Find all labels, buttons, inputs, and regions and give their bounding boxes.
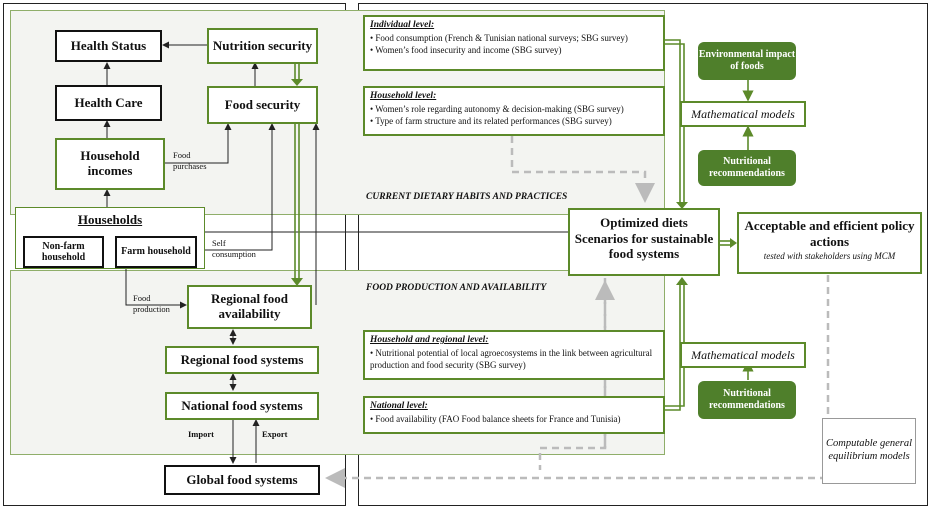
food-production-label: Food production bbox=[133, 293, 170, 314]
global-food-systems-box: Global food systems bbox=[164, 465, 320, 495]
household-item-2: • Type of farm structure and its related… bbox=[370, 115, 612, 126]
individual-item-1: • Food consumption (French & Tunisian na… bbox=[370, 32, 628, 43]
scenarios-label: Scenarios for sustainable food systems bbox=[574, 230, 714, 262]
health-care-box: Health Care bbox=[55, 85, 162, 121]
right-panel bbox=[358, 3, 928, 506]
import-label: Import bbox=[188, 429, 214, 439]
households-title: Households bbox=[77, 212, 143, 227]
nutritional-recommendations-box-1: Nutritional recommendations bbox=[698, 150, 796, 186]
export-label: Export bbox=[262, 429, 288, 439]
cge-models-box: Computable general equilibrium models bbox=[822, 418, 916, 484]
health-care-label: Health Care bbox=[74, 94, 143, 110]
farm-household-box: Farm household bbox=[115, 236, 197, 268]
nutritional-recommendations-label-1: Nutritional recommendations bbox=[709, 156, 785, 179]
environmental-impact-box: Environmental impact of foods bbox=[698, 42, 796, 80]
math-models-box-1: Mathematical models bbox=[680, 101, 806, 127]
non-farm-household-box: Non-farm household bbox=[23, 236, 104, 268]
regional-food-systems-box: Regional food systems bbox=[165, 346, 319, 374]
regional-food-systems-label: Regional food systems bbox=[180, 351, 304, 367]
optimized-diets-label: Optimized diets bbox=[600, 215, 688, 230]
global-food-systems-label: Global food systems bbox=[186, 471, 298, 487]
national-food-systems-box: National food systems bbox=[165, 392, 319, 420]
environmental-impact-label: Environmental impact of foods bbox=[698, 49, 796, 72]
individual-level-box: Individual level: • Food consumption (Fr… bbox=[363, 15, 665, 71]
national-item: • Food availability (FAO Food balance sh… bbox=[370, 413, 621, 424]
household-incomes-box: Household incomes bbox=[55, 138, 165, 190]
regional-food-availability-box: Regional food availability bbox=[187, 285, 312, 329]
non-farm-household-label: Non-farm household bbox=[41, 240, 86, 264]
math-models-box-2: Mathematical models bbox=[680, 342, 806, 368]
household-item-1: • Women’s role regarding autonomy & deci… bbox=[370, 103, 624, 114]
health-status-label: Health Status bbox=[70, 37, 147, 53]
policy-actions-subtitle: tested with stakeholders using MCM bbox=[763, 251, 896, 262]
regional-food-availability-label: Regional food availability bbox=[211, 291, 288, 321]
national-level-box: National level: • Food availability (FAO… bbox=[363, 396, 665, 434]
policy-actions-box: Acceptable and efficient policy actions … bbox=[737, 212, 922, 274]
production-label: FOOD PRODUCTION AND AVAILABILITY bbox=[366, 283, 547, 293]
household-incomes-label: Household incomes bbox=[80, 148, 140, 178]
individual-item-2: • Women’s food insecurity and income (SB… bbox=[370, 44, 562, 55]
health-status-box: Health Status bbox=[55, 30, 162, 62]
nutritional-recommendations-box-2: Nutritional recommendations bbox=[698, 381, 796, 419]
optimized-diets-box: Optimized diets Scenarios for sustainabl… bbox=[568, 208, 720, 276]
math-models-label-2: Mathematical models bbox=[691, 347, 795, 362]
household-regional-box: Household and regional level: • Nutritio… bbox=[363, 330, 665, 380]
current-habits-label: CURRENT DIETARY HABITS AND PRACTICES bbox=[366, 192, 568, 202]
left-panel bbox=[3, 3, 346, 506]
cge-models-label: Computable general equilibrium models bbox=[825, 438, 913, 462]
individual-level-title: Individual level: bbox=[370, 20, 435, 30]
food-security-box: Food security bbox=[207, 86, 318, 124]
food-purchases-label: Food purchases bbox=[173, 150, 207, 171]
national-food-systems-label: National food systems bbox=[181, 397, 303, 413]
nutrition-security-box: Nutrition security bbox=[207, 28, 318, 64]
household-regional-title: Household and regional level: bbox=[370, 335, 489, 345]
policy-actions-title: Acceptable and efficient policy actions bbox=[744, 218, 915, 249]
household-level-box: Household level: • Women’s role regardin… bbox=[363, 86, 665, 136]
math-models-label-1: Mathematical models bbox=[691, 106, 795, 121]
household-level-title: Household level: bbox=[370, 91, 437, 101]
self-consumption-label: Self consumption bbox=[212, 238, 256, 259]
farm-household-label: Farm household bbox=[121, 246, 191, 258]
food-security-label: Food security bbox=[224, 96, 301, 112]
nutritional-recommendations-label-2: Nutritional recommendations bbox=[709, 388, 785, 411]
national-level-title: National level: bbox=[370, 401, 428, 411]
nutrition-security-label: Nutrition security bbox=[212, 37, 313, 53]
household-regional-item: • Nutritional potential of local agroeco… bbox=[370, 347, 653, 370]
